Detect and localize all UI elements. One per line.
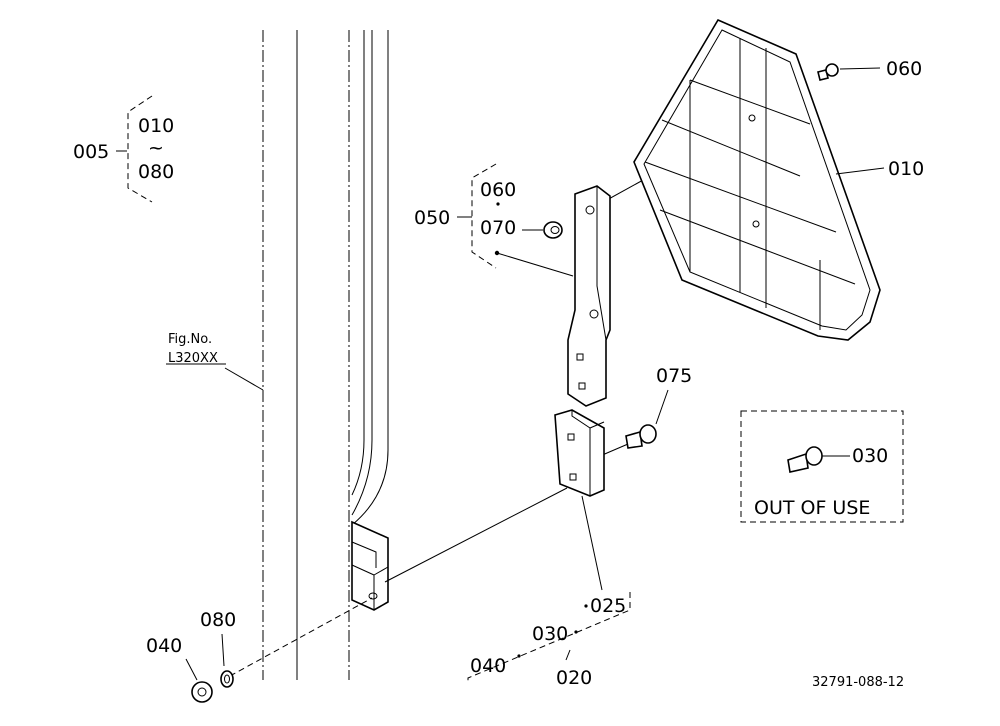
frame-post xyxy=(262,30,389,680)
label-025: 025 xyxy=(590,595,626,617)
label-050: 050 xyxy=(414,207,450,229)
label-060: 060 xyxy=(886,58,922,80)
label-080: 080 xyxy=(200,609,236,631)
out-of-use-label: OUT OF USE xyxy=(754,497,870,519)
label-040-group: 040 xyxy=(470,655,506,677)
label-tilde: ~ xyxy=(148,137,164,159)
fig-code-label: L320XX xyxy=(168,351,218,366)
label-070: 070 xyxy=(480,217,516,239)
mount-bracket xyxy=(554,409,605,497)
label-005: 005 xyxy=(73,141,109,163)
frame-bracket xyxy=(351,520,389,611)
bolt-060 xyxy=(817,63,839,81)
bolt-030 xyxy=(787,446,823,473)
reflector-stay xyxy=(567,185,611,407)
label-010-range: 010 xyxy=(138,115,174,137)
label-060-group: 060 xyxy=(480,179,516,201)
label-010: 010 xyxy=(888,158,924,180)
nut-040 xyxy=(191,681,213,703)
label-040: 040 xyxy=(146,635,182,657)
label-080-range: 080 xyxy=(138,161,174,183)
fig-no-label: Fig.No. xyxy=(168,332,212,347)
group-brackets xyxy=(127,95,904,684)
bolt-075 xyxy=(625,424,657,449)
label-030: 030 xyxy=(852,445,888,467)
reflector xyxy=(633,18,881,341)
label-020: 020 xyxy=(556,667,592,689)
nut-070 xyxy=(543,221,563,239)
label-030-group: 030 xyxy=(532,623,568,645)
leader-lines xyxy=(116,67,885,681)
label-075: 075 xyxy=(656,365,692,387)
washer-080 xyxy=(220,670,234,688)
separator-dots xyxy=(494,202,588,658)
drawing-number: 32791-088-12 xyxy=(812,675,904,690)
